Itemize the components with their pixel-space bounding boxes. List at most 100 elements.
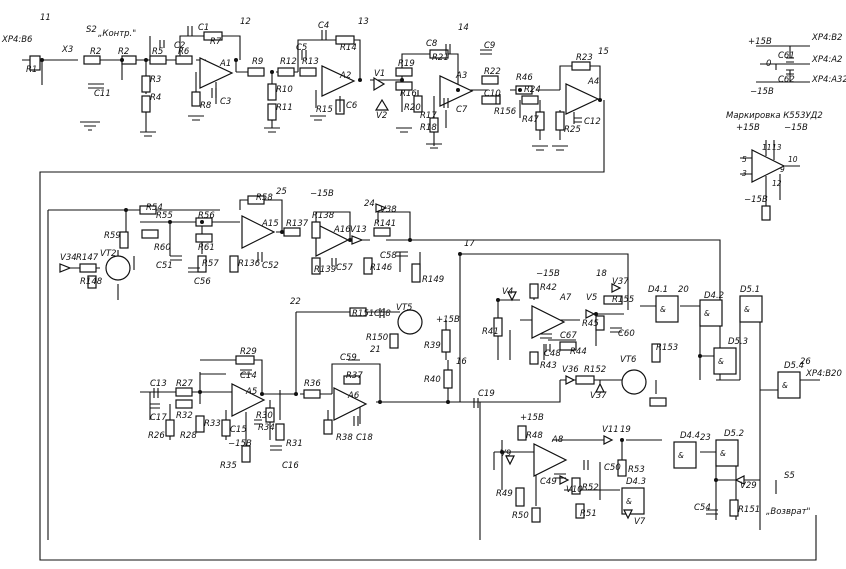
label-x3: X3 xyxy=(61,45,73,55)
right-capacitors xyxy=(540,327,718,515)
label-r1: R1 xyxy=(26,65,37,75)
marking-p15: +15B xyxy=(736,123,760,133)
transistor-vt2 xyxy=(105,255,131,281)
label-r6: R6 xyxy=(178,47,190,57)
label-a1: A1 xyxy=(219,59,231,69)
label-r38: R38 xyxy=(336,433,353,443)
label-m15-a5: −15B xyxy=(228,439,252,449)
label-r55: R55 xyxy=(156,211,173,221)
label-r139: R139 xyxy=(314,265,336,275)
label-r20: R20 xyxy=(404,103,421,113)
label-c5: C5 xyxy=(296,43,307,53)
label-c61: C61 xyxy=(778,51,795,61)
label-r4: R4 xyxy=(150,93,161,103)
node-15: 15 xyxy=(598,47,609,57)
label-r3: R3 xyxy=(150,75,161,85)
label-c60: C60 xyxy=(618,329,635,339)
label-r35: R35 xyxy=(220,461,237,471)
label-r39: R39 xyxy=(424,341,441,351)
label-r137: R137 xyxy=(286,219,309,229)
label-r152: R152 xyxy=(584,365,606,375)
label-c10: C10 xyxy=(484,89,501,99)
top-resistors xyxy=(29,31,591,133)
label-r36: R36 xyxy=(304,379,321,389)
opamp-a5 xyxy=(231,383,266,417)
label-xp4-a32: XP4:A32 xyxy=(811,75,846,85)
label-d4-3: D4.3 xyxy=(626,477,646,487)
label-c7: C7 xyxy=(456,105,468,115)
label-d5-3: D5.3 xyxy=(728,337,748,347)
label-c4: C4 xyxy=(318,21,329,31)
label-vt5: VT5 xyxy=(396,303,412,313)
lower-left-capacitors xyxy=(150,308,479,451)
label-r37: R37 xyxy=(346,371,363,381)
node-21: 21 xyxy=(370,345,381,355)
label-r146: R147 xyxy=(76,253,99,263)
label-zero: 0 xyxy=(766,59,771,69)
label-c57: C58 xyxy=(374,309,391,319)
opamp-a15 xyxy=(241,215,276,249)
gate-d4-2 xyxy=(699,299,723,327)
node-25: 25 xyxy=(276,187,287,197)
label-r47: R47 xyxy=(522,115,539,125)
label-v1: V1 xyxy=(374,69,385,79)
top-capacitors xyxy=(88,26,582,123)
label-c49: C49 xyxy=(540,477,557,487)
label-c56: C58 xyxy=(380,251,397,261)
label-r21: R21 xyxy=(432,53,449,63)
label-r147: R148 xyxy=(80,277,103,287)
label-p15-r39: +15B xyxy=(436,315,460,325)
label-r5: R5 xyxy=(152,47,163,57)
label-r29: R29 xyxy=(240,347,257,357)
label-r153: R153 xyxy=(656,343,678,353)
node-16: 16 xyxy=(456,357,467,367)
label-r28: R28 xyxy=(180,431,197,441)
label-c19: C19 xyxy=(478,389,495,399)
diode-v4 xyxy=(507,291,517,302)
label-m15-top: −15B xyxy=(750,87,774,97)
label-r12: R12 xyxy=(280,57,297,67)
opamp-a2 xyxy=(321,65,356,97)
label-c12: C12 xyxy=(584,117,601,127)
label-r18: R18 xyxy=(420,123,437,133)
label-p15-top: +15B xyxy=(748,37,772,47)
lower-left-resistors xyxy=(165,307,399,463)
label-c14: C14 xyxy=(240,371,257,381)
label-r17: R17 xyxy=(420,111,437,121)
label-r11: R11 xyxy=(276,103,293,113)
label-v7: V7 xyxy=(634,517,646,527)
diode-v5 xyxy=(585,309,596,319)
label-a15: A15 xyxy=(261,219,279,229)
label-r2a: R2 xyxy=(90,47,101,57)
diode-v11 xyxy=(603,435,614,445)
label-r44: R44 xyxy=(570,347,587,357)
gate-d4-3-sym: & xyxy=(626,497,632,506)
opamp-a1 xyxy=(199,57,234,89)
label-v4: V4 xyxy=(502,287,513,297)
node-26: 26 xyxy=(800,357,811,367)
marking-m15: −15B xyxy=(784,123,808,133)
label-d5-1: D5.1 xyxy=(740,285,760,295)
gate-d4-2-sym: & xyxy=(704,309,710,318)
label-r15: R15 xyxy=(316,105,333,115)
diode-v36 xyxy=(595,382,605,393)
label-r32: R32 xyxy=(176,411,193,421)
opamp-a8 xyxy=(533,443,568,477)
diode-v34 xyxy=(734,475,745,485)
gate-d5-4 xyxy=(777,371,801,399)
diode-v29 xyxy=(59,263,72,273)
gate-d5-2 xyxy=(715,439,739,467)
node-23: 23 xyxy=(700,433,711,443)
label-a4: A4 xyxy=(587,77,599,87)
diode-v2 xyxy=(374,98,390,111)
transistor-vt5 xyxy=(397,309,423,335)
label-r54: R54 xyxy=(146,203,163,213)
label-r58: R58 xyxy=(256,193,273,203)
label-r19: R19 xyxy=(398,59,415,69)
label-c1: C1 xyxy=(198,23,209,33)
label-r150: R151 xyxy=(352,309,374,319)
label-v2: V2 xyxy=(376,111,387,121)
label-r52: R52 xyxy=(582,483,599,493)
gate-d4-1 xyxy=(655,295,679,323)
node-14: 14 xyxy=(458,23,469,33)
